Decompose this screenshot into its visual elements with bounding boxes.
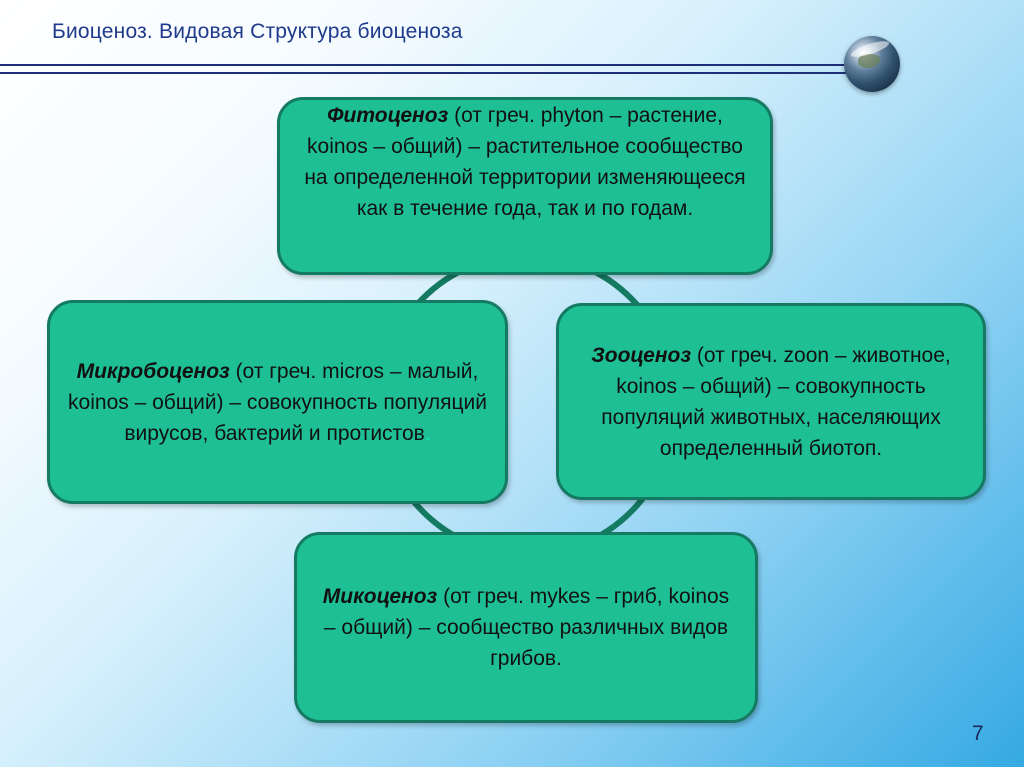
zoocenosis-text: Зооценоз (от греч. zoon – животное, koin… bbox=[577, 340, 965, 464]
microbocenosis-box: Микробоценоз (от греч. micros – малый, k… bbox=[47, 300, 508, 504]
phytocenosis-text: Фитоценоз (от греч. phyton – растение, k… bbox=[298, 100, 752, 224]
mycocenosis-definition: (от греч. mykes – гриб, koinos – общий) … bbox=[323, 585, 730, 670]
slide-title: Биоценоз. Видовая Структура биоценоза bbox=[52, 20, 463, 43]
phytocenosis-definition: (от греч. phyton – растение, koinos – об… bbox=[304, 104, 746, 220]
microbocenosis-text: Микробоценоз (от греч. micros – малый, k… bbox=[68, 356, 487, 449]
microbocenosis-term: Микробоценоз bbox=[76, 359, 230, 383]
microbocenosis-period: . bbox=[424, 421, 431, 445]
zoocenosis-term: Зооценоз bbox=[591, 343, 692, 367]
microbocenosis-definition: (от греч. micros – малый, koinos – общий… bbox=[68, 359, 487, 445]
phytocenosis-term: Фитоценоз bbox=[327, 104, 449, 127]
page-number: 7 bbox=[972, 722, 984, 745]
zoocenosis-box: Зооценоз (от греч. zoon – животное, koin… bbox=[556, 303, 986, 500]
title-divider bbox=[0, 64, 850, 74]
zoocenosis-definition: (от греч. zoon – животное, koinos – общи… bbox=[601, 343, 951, 460]
mycocenosis-term: Микоценоз bbox=[322, 585, 438, 608]
mycocenosis-box: Микоценоз (от греч. mykes – гриб, koinos… bbox=[294, 532, 758, 723]
globe-icon bbox=[844, 36, 900, 92]
mycocenosis-text: Микоценоз (от греч. mykes – гриб, koinos… bbox=[315, 581, 737, 674]
phytocenosis-box: Фитоценоз (от греч. phyton – растение, k… bbox=[277, 97, 773, 275]
